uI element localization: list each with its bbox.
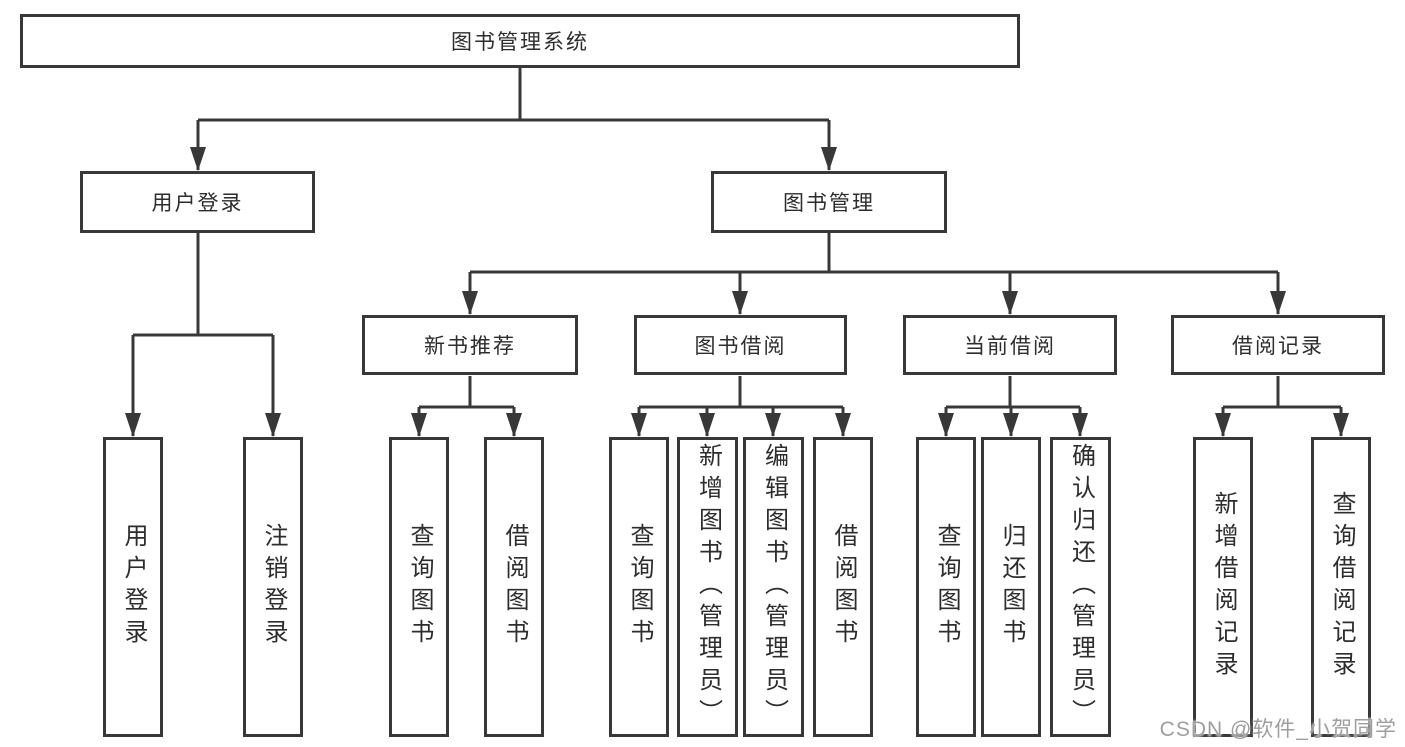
node-label: 新书推荐 — [424, 335, 516, 358]
node-book-borrow: 图书借阅 — [634, 315, 847, 375]
node-label: 查询图书 — [626, 523, 653, 651]
node-leaf-borrow-books-recommend: 借阅图书 — [484, 437, 544, 737]
node-label: 借阅记录 — [1232, 335, 1324, 358]
node-label: 借阅图书 — [830, 523, 857, 651]
node-leaf-query-books-recommend: 查询图书 — [389, 437, 449, 737]
node-label: 注销登录 — [260, 523, 287, 651]
node-leaf-borrow-books: 借阅图书 — [813, 437, 873, 737]
node-leaf-logout: 注销登录 — [243, 437, 303, 737]
node-label: 新增借阅记录 — [1210, 491, 1237, 683]
node-book-management: 图书管理 — [711, 171, 947, 233]
edge-user-login-to-leaves — [125, 233, 281, 437]
edge-book-management-to-level3 — [462, 233, 1286, 315]
node-label: 图书借阅 — [694, 335, 787, 358]
node-leaf-query-books-borrow: 查询图书 — [609, 437, 669, 737]
node-label: 编辑图书（管理员） — [760, 443, 788, 731]
edge-new-book-recommend-to-leaves — [411, 376, 522, 437]
node-leaf-user-login: 用户登录 — [103, 437, 163, 737]
edge-root-to-level2 — [190, 68, 837, 171]
node-new-book-recommend: 新书推荐 — [362, 315, 578, 375]
node-label: 当前借阅 — [964, 335, 1056, 358]
node-label: 确认归还（管理员） — [1067, 443, 1095, 731]
edge-book-borrow-to-leaves — [631, 376, 851, 437]
node-borrow-records: 借阅记录 — [1171, 315, 1385, 375]
node-leaf-edit-books-admin: 编辑图书（管理员） — [743, 437, 804, 737]
csdn-watermark: CSDN @软件_小贺同学 — [1159, 718, 1397, 741]
node-label: 查询借阅记录 — [1328, 491, 1355, 683]
node-label: 用户登录 — [120, 523, 147, 651]
node-leaf-query-borrow-record: 查询借阅记录 — [1311, 437, 1371, 737]
node-leaf-confirm-return-admin: 确认归还（管理员） — [1050, 437, 1111, 737]
node-label: 新增图书（管理员） — [694, 443, 722, 731]
node-label: 借阅图书 — [501, 523, 528, 651]
node-label: 图书管理系统 — [451, 31, 589, 54]
node-leaf-add-books-admin: 新增图书（管理员） — [677, 437, 738, 737]
edge-current-borrow-to-leaves — [938, 376, 1088, 437]
edge-borrow-records-to-leaves — [1215, 376, 1349, 437]
node-leaf-return-books: 归还图书 — [981, 437, 1041, 737]
node-system-root: 图书管理系统 — [20, 14, 1020, 68]
node-leaf-query-books-current: 查询图书 — [916, 437, 976, 737]
node-label: 归还图书 — [998, 523, 1025, 651]
node-user-login: 用户登录 — [80, 171, 315, 233]
node-label: 查询图书 — [933, 523, 960, 651]
node-leaf-add-borrow-record: 新增借阅记录 — [1193, 437, 1253, 737]
node-label: 图书管理 — [783, 192, 875, 215]
node-label: 查询图书 — [406, 523, 433, 651]
node-current-borrow: 当前借阅 — [903, 315, 1117, 375]
node-label: 用户登录 — [151, 192, 244, 215]
